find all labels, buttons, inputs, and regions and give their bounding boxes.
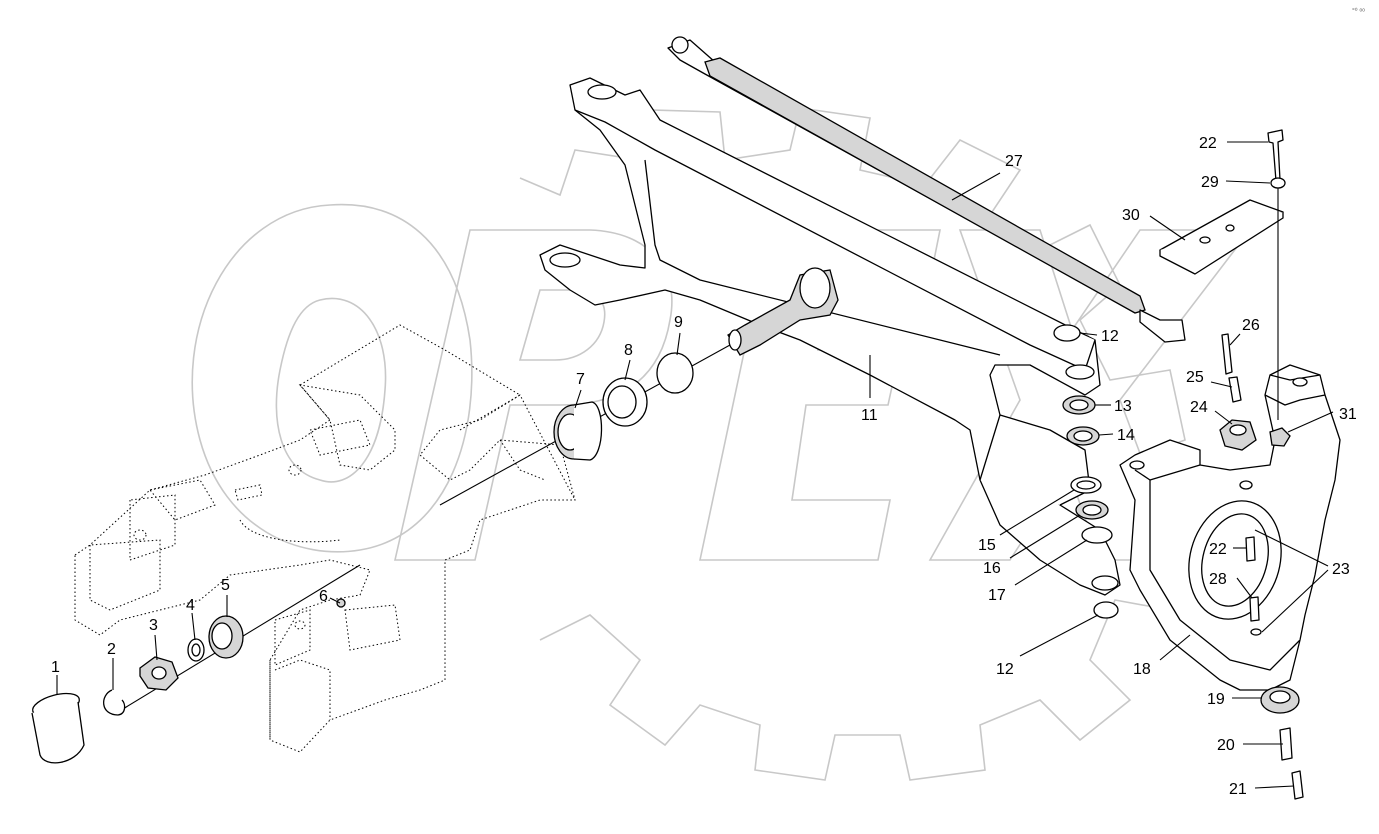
grease-nipple: [336, 598, 346, 608]
o-ring: [656, 352, 694, 394]
tie-rod: [667, 36, 1186, 343]
callout-25: 25: [1186, 369, 1204, 386]
callout-2: 2: [107, 641, 116, 658]
bolt-22-side: [1245, 536, 1256, 562]
nut-31: [1269, 427, 1291, 447]
callout-18: 18: [1133, 661, 1151, 678]
callout-3: 3: [149, 617, 158, 634]
callout-13: 13: [1114, 398, 1132, 415]
pin-20: [1279, 727, 1293, 761]
callout-23: 23: [1332, 561, 1350, 578]
pivot-bearing: [553, 401, 603, 461]
callout-15: 15: [978, 537, 996, 554]
corner-mark: °⁰ ᵒᵒ: [1352, 7, 1365, 15]
callout-26: 26: [1242, 317, 1260, 334]
bolt-22-top: [1267, 129, 1284, 182]
callout-19: 19: [1207, 691, 1225, 708]
callout-9: 9: [674, 314, 683, 331]
callout-labels: 1 2 3 4 5 6 7 8 9 11 12 12 13 14 15 16 1…: [51, 135, 1357, 798]
pin-25: [1228, 376, 1242, 403]
castle-nut: [139, 656, 179, 691]
callout-8: 8: [624, 342, 633, 359]
callout-14: 14: [1117, 427, 1135, 444]
circlip: [103, 689, 126, 716]
callout-11: 11: [861, 407, 878, 424]
callout-28: 28: [1209, 571, 1227, 588]
callout-16: 16: [983, 560, 1001, 577]
callout-12-bottom: 12: [996, 661, 1014, 678]
thrust-washer-top: [1053, 324, 1081, 342]
callout-22-top: 22: [1199, 135, 1217, 152]
callout-17: 17: [988, 587, 1006, 604]
tractor-frame-outline: [74, 324, 576, 753]
callout-27: 27: [1005, 153, 1023, 170]
front-axle-beam: [539, 77, 1121, 596]
thrust-washer-bottom: [1093, 601, 1119, 619]
mounting-plate: [1159, 199, 1284, 275]
pivot-seal: [602, 377, 648, 427]
callout-7: 7: [576, 371, 585, 388]
washer-17: [1081, 526, 1113, 544]
seal-upper: [1066, 426, 1100, 446]
hub-cap: [31, 692, 85, 764]
callout-20: 20: [1217, 737, 1235, 754]
callout-1: 1: [51, 659, 60, 676]
callout-29: 29: [1201, 174, 1219, 191]
grease-cup-24: [1219, 419, 1257, 451]
callout-24: 24: [1190, 399, 1208, 416]
callout-12-top: 12: [1101, 328, 1119, 345]
callout-6: 6: [319, 588, 328, 605]
washer-29: [1270, 177, 1286, 189]
callout-31: 31: [1339, 406, 1357, 423]
callout-21: 21: [1229, 781, 1247, 798]
callout-22-side: 22: [1209, 541, 1227, 558]
knuckle-flange: [1260, 686, 1300, 714]
callout-30: 30: [1122, 207, 1140, 224]
leader-lines: [56, 141, 1334, 789]
callout-5: 5: [221, 577, 230, 594]
steering-knuckle: [1119, 364, 1341, 691]
callout-4: 4: [186, 597, 195, 614]
bearing-outer: [208, 615, 244, 659]
bolt-28: [1249, 596, 1260, 622]
bearing-upper: [1062, 395, 1096, 415]
pin-26: [1221, 333, 1233, 375]
pin-21: [1291, 770, 1304, 800]
